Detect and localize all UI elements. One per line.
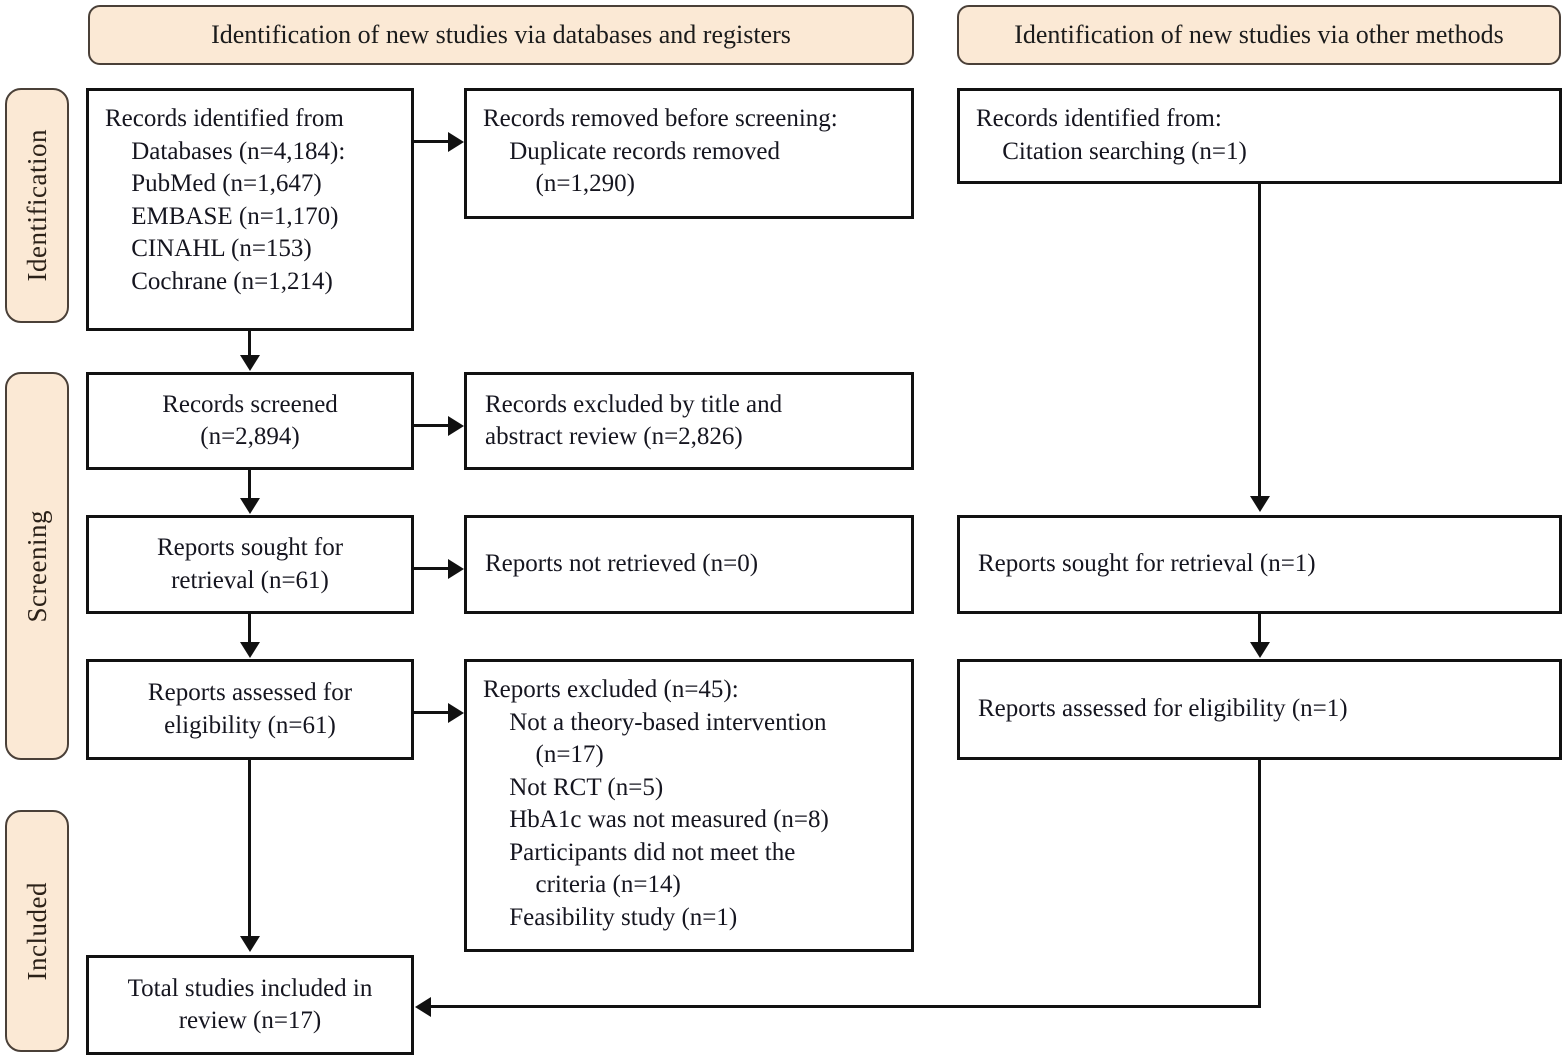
arrowhead-assessed-to-total-included — [240, 936, 260, 952]
box-records-identified-databases: Records identified from Databases (n=4,1… — [86, 88, 414, 331]
records-removed-line-3: (n=1,290) — [535, 170, 636, 197]
box-other-records-identified: Records identified from: Citation search… — [957, 88, 1562, 184]
records-excluded-line-2: abstract review (n=2,826) — [485, 423, 743, 450]
box-records-screened: Records screened (n=2,894) — [86, 372, 414, 470]
connector-sought-to-not-retrieved — [414, 567, 451, 570]
box-reports-assessed-eligibility: Reports assessed for eligibility (n=61) — [86, 659, 414, 760]
records-identified-line-5: CINAHL (n=153) — [131, 235, 312, 262]
records-removed-line-2: Duplicate records removed — [509, 137, 780, 165]
arrowhead-identified-to-screened — [240, 355, 260, 371]
connector-other-assessed-down — [1258, 760, 1261, 1008]
other-records-identified-line-2: Citation searching (n=1) — [1002, 137, 1247, 165]
box-total-studies-included: Total studies included in review (n=17) — [86, 955, 414, 1055]
total-included-line-1: Total studies included in — [127, 974, 373, 1002]
arrowhead-other-sought-to-assessed — [1250, 642, 1270, 658]
records-identified-line-6: Cochrane (n=1,214) — [131, 267, 333, 295]
reports-assessed-line-1: Reports assessed for — [147, 679, 353, 706]
records-identified-line-4: EMBASE (n=1,170) — [131, 202, 339, 230]
records-screened-line-2: (n=2,894) — [200, 423, 300, 450]
reports-sought-line-1: Reports sought for — [156, 534, 344, 561]
box-records-removed-before-screening: Records removed before screening: Duplic… — [464, 88, 914, 219]
total-included-line-2: review (n=17) — [178, 1007, 322, 1034]
records-identified-line-1: Records identified from — [105, 105, 344, 132]
box-other-reports-assessed-eligibility: Reports assessed for eligibility (n=1) — [957, 659, 1562, 760]
column-header-databases-label: Identification of new studies via databa… — [211, 20, 791, 49]
arrowhead-other-identified-to-sought — [1250, 496, 1270, 512]
connector-other-sought-to-assessed — [1258, 614, 1261, 643]
reports-excluded-line-7: criteria (n=14) — [535, 871, 681, 898]
reports-excluded-line-4: Not RCT (n=5) — [509, 773, 664, 801]
stage-label-screening-text: Screening — [21, 509, 52, 623]
reports-sought-line-2: retrieval (n=61) — [171, 566, 329, 594]
other-reports-sought-line-1: Reports sought for retrieval (n=1) — [978, 550, 1316, 578]
stage-label-identification: Identification — [5, 88, 69, 323]
connector-assessed-to-total-included — [248, 760, 251, 938]
stage-label-included: Included — [5, 810, 69, 1052]
box-reports-sought-retrieval: Reports sought for retrieval (n=61) — [86, 515, 414, 614]
reports-excluded-line-1: Reports excluded (n=45): — [483, 676, 739, 703]
connector-sought-to-assessed — [248, 614, 251, 643]
arrowhead-sought-to-not-retrieved — [448, 559, 464, 579]
reports-not-retrieved-line-1: Reports not retrieved (n=0) — [485, 550, 759, 578]
reports-excluded-line-3: (n=17) — [535, 741, 604, 768]
reports-excluded-line-5: HbA1c was not measured (n=8) — [509, 806, 829, 833]
reports-excluded-line-8: Feasibility study (n=1) — [509, 903, 738, 931]
stage-label-identification-text: Identification — [21, 129, 52, 282]
other-records-identified-line-1: Records identified from: — [976, 105, 1222, 132]
box-other-reports-sought-retrieval: Reports sought for retrieval (n=1) — [957, 515, 1562, 614]
reports-excluded-line-2: Not a theory-based intervention — [509, 708, 827, 736]
connector-identified-to-screened — [248, 331, 251, 359]
records-identified-line-2: Databases (n=4,184): — [131, 137, 346, 165]
arrowhead-identified-to-removed — [448, 132, 464, 152]
box-records-excluded: Records excluded by title and abstract r… — [464, 372, 914, 470]
records-removed-line-1: Records removed before screening: — [483, 105, 838, 132]
other-reports-assessed-line-1: Reports assessed for eligibility (n=1) — [978, 695, 1348, 723]
box-reports-not-retrieved: Reports not retrieved (n=0) — [464, 515, 914, 614]
arrowhead-screened-to-sought — [240, 498, 260, 514]
records-identified-line-3: PubMed (n=1,647) — [131, 170, 322, 197]
connector-screened-to-excluded — [414, 424, 451, 427]
arrowhead-screened-to-excluded — [448, 416, 464, 436]
connector-identified-to-removed — [414, 140, 451, 143]
column-header-databases: Identification of new studies via databa… — [88, 5, 914, 65]
connector-other-assessed-to-total-included — [431, 1005, 1261, 1008]
column-header-other-methods-label: Identification of new studies via other … — [1014, 20, 1504, 49]
reports-assessed-line-2: eligibility (n=61) — [164, 711, 336, 739]
stage-label-screening: Screening — [5, 372, 69, 760]
connector-assessed-to-excluded — [414, 711, 451, 714]
reports-excluded-line-6: Participants did not meet the — [509, 838, 796, 866]
connector-screened-to-sought — [248, 470, 251, 499]
box-reports-excluded-reasons: Reports excluded (n=45): Not a theory-ba… — [464, 659, 914, 952]
connector-other-identified-to-sought — [1258, 184, 1261, 497]
column-header-other-methods: Identification of new studies via other … — [957, 5, 1561, 65]
arrowhead-sought-to-assessed — [240, 642, 260, 658]
arrowhead-other-assessed-to-total-included — [415, 997, 431, 1017]
stage-label-included-text: Included — [21, 881, 52, 981]
records-screened-line-1: Records screened — [162, 390, 338, 418]
arrowhead-assessed-to-excluded — [448, 703, 464, 723]
records-excluded-line-1: Records excluded by title and — [485, 390, 783, 418]
